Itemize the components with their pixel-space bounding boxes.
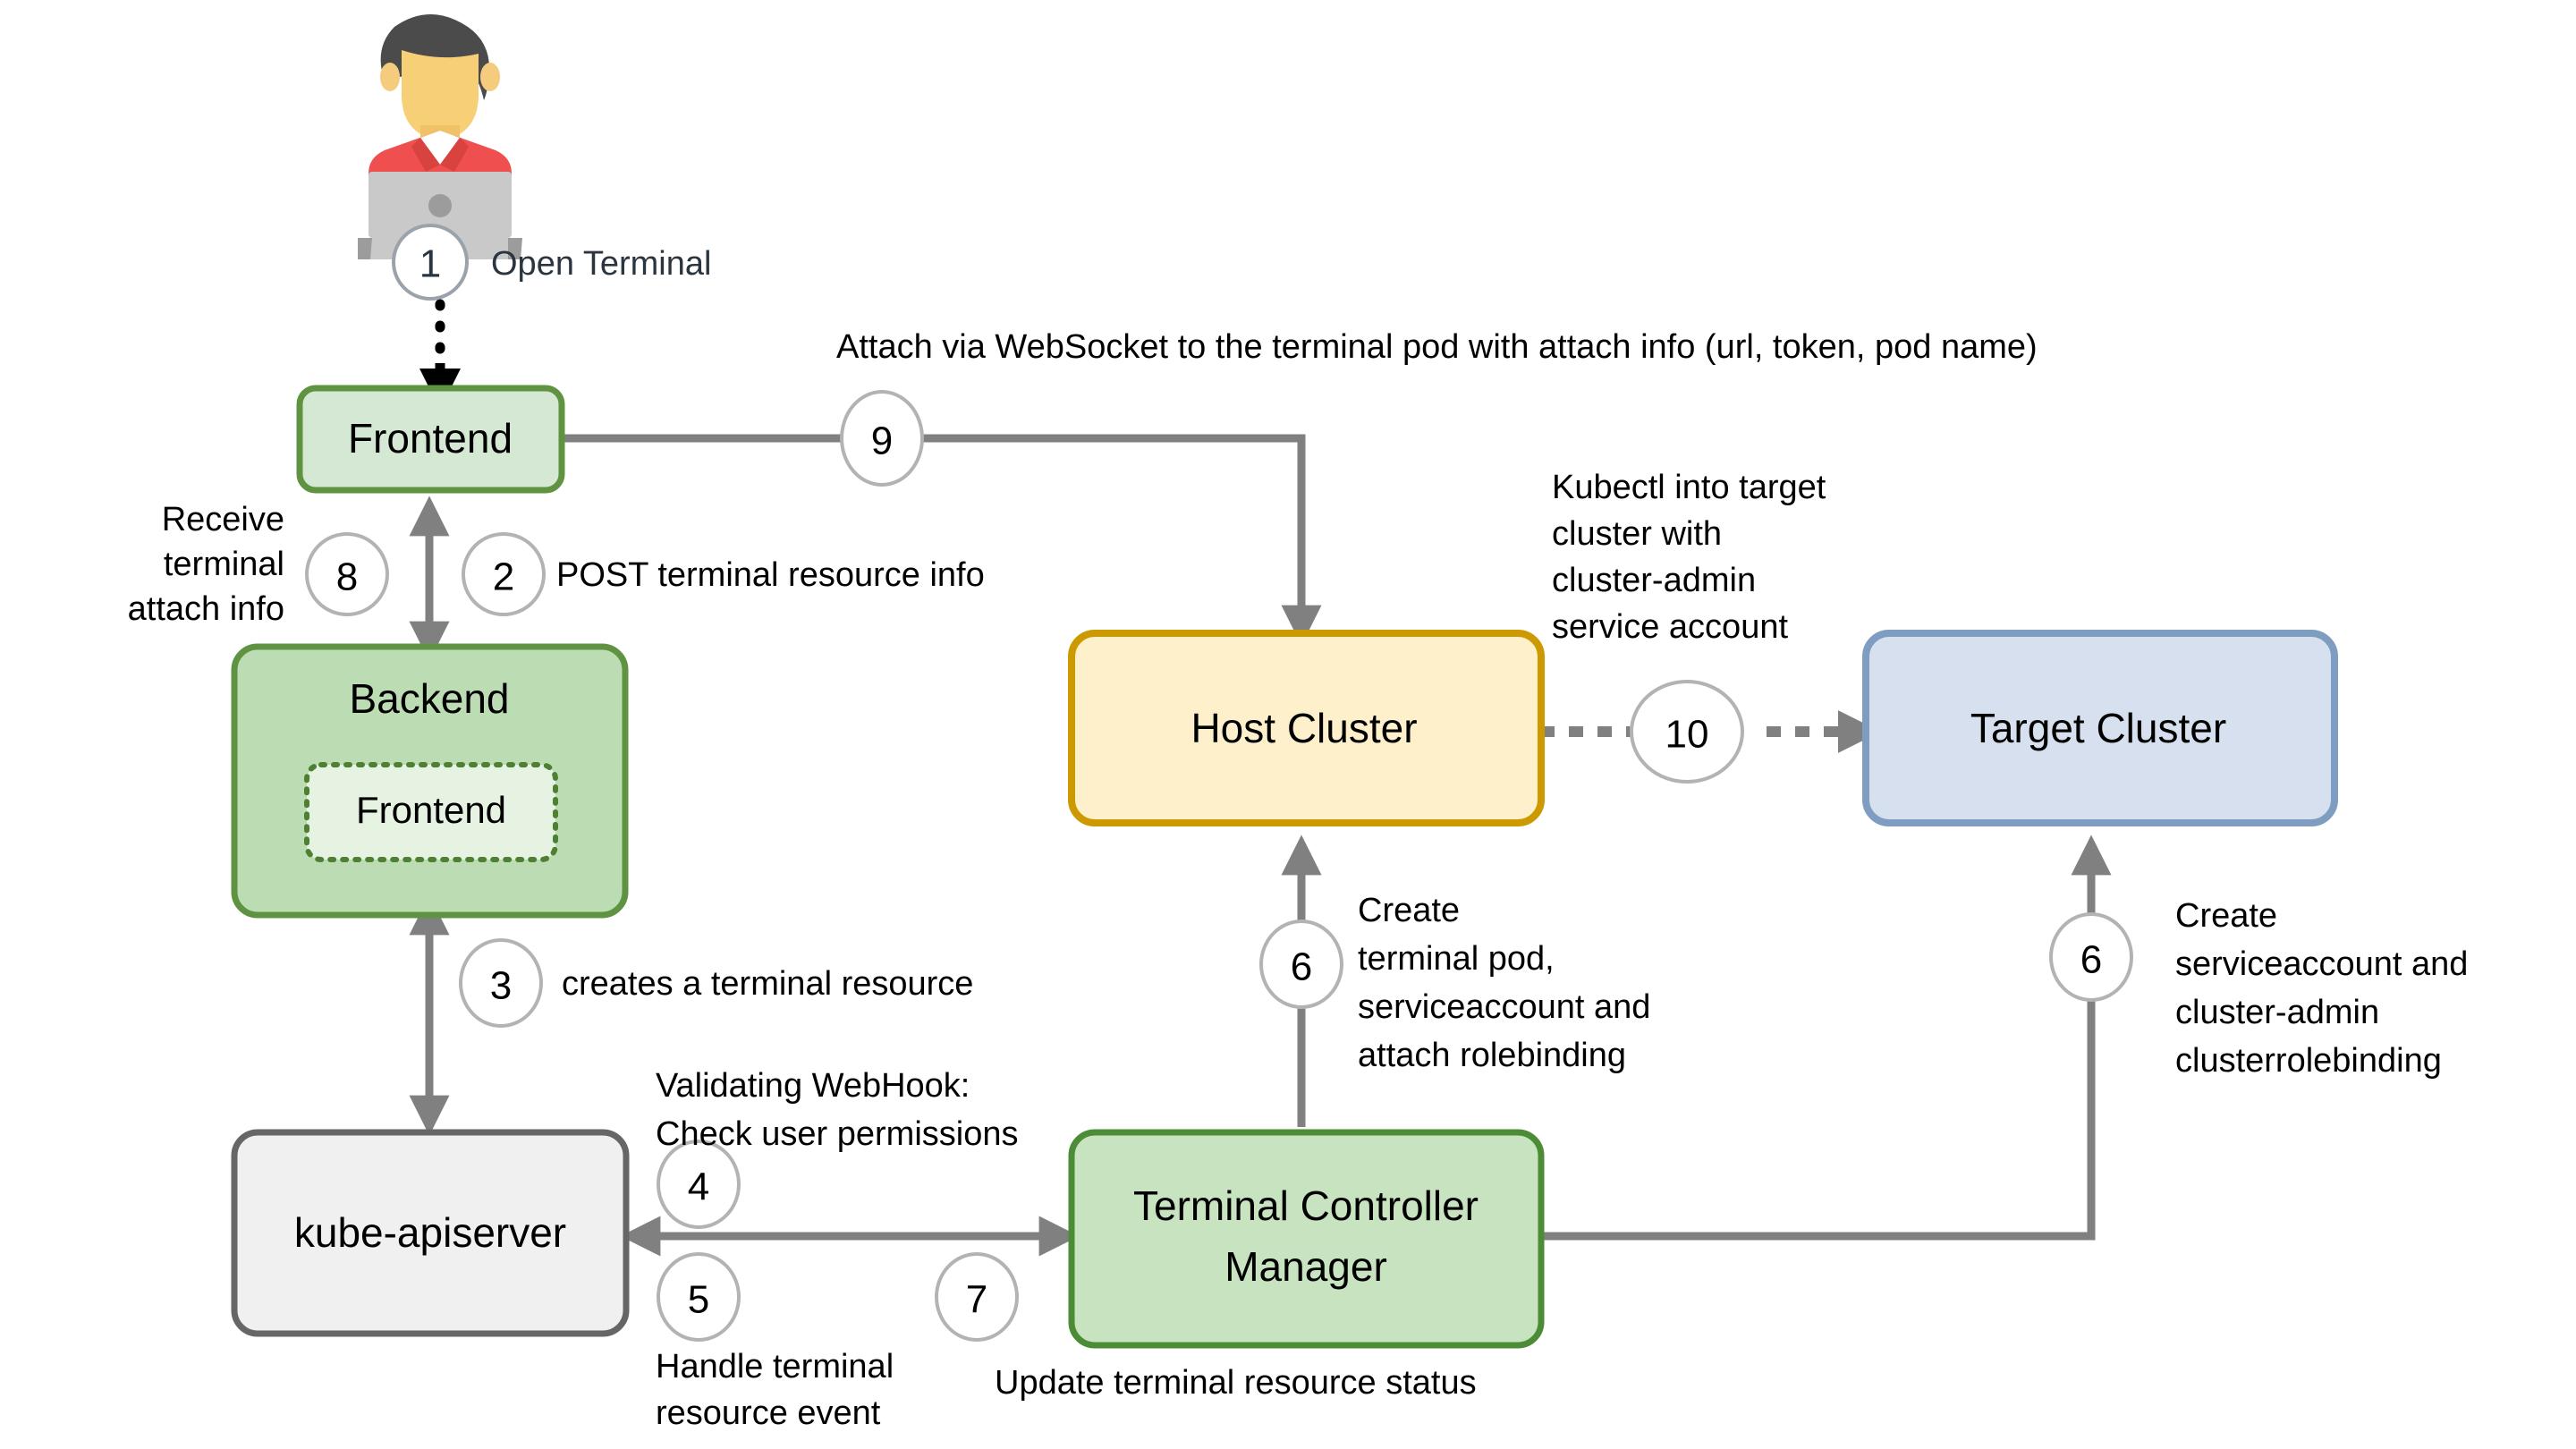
edge-label-webhook-l1: Validating WebHook: bbox=[656, 1067, 970, 1105]
edge-label-receive-l2: terminal bbox=[164, 546, 284, 583]
step-badge-3: 3 bbox=[459, 938, 543, 1028]
edge-label-create-host-l3: serviceaccount and bbox=[1358, 988, 1650, 1026]
step-badge-6-host: 6 bbox=[1259, 919, 1343, 1009]
step-badge-1-number: 1 bbox=[419, 242, 441, 286]
step-badge-4: 4 bbox=[657, 1140, 741, 1229]
step-badge-6-target: 6 bbox=[2049, 912, 2133, 1002]
node-terminal-controller-manager[interactable]: Terminal Controller Manager bbox=[1068, 1129, 1545, 1349]
node-frontend-shape bbox=[296, 385, 565, 494]
step-badge-5-number: 5 bbox=[688, 1278, 709, 1322]
step-badge-10-number: 10 bbox=[1665, 713, 1709, 757]
step-badge-8-circle bbox=[305, 532, 389, 616]
node-kube-apiserver-label: kube-apiserver bbox=[294, 1209, 566, 1256]
edge-label-kubectl-l4: service account bbox=[1552, 608, 1788, 646]
edge-label-receive-l1: Receive bbox=[162, 501, 284, 538]
node-backend-frontend-label: Frontend bbox=[356, 789, 506, 831]
step-badge-7: 7 bbox=[935, 1252, 1019, 1342]
edge-label-handle-l2: resource event bbox=[656, 1394, 881, 1432]
step-badge-8-number: 8 bbox=[336, 555, 358, 599]
node-target-cluster-label: Target Cluster bbox=[1970, 705, 2226, 751]
node-backend-label: Backend bbox=[349, 675, 509, 722]
node-backend-frontend-shape bbox=[304, 762, 558, 862]
step-badge-5: 5 bbox=[657, 1252, 741, 1342]
edge-label-open-terminal: Open Terminal bbox=[491, 245, 711, 283]
step-badge-9: 9 bbox=[840, 390, 924, 487]
step-badge-9-number: 9 bbox=[871, 419, 893, 463]
edge-label-kubectl-l1: Kubectl into target bbox=[1552, 469, 1826, 506]
step-badge-5-circle bbox=[657, 1252, 741, 1342]
step-badge-3-number: 3 bbox=[490, 964, 512, 1008]
edge-label-create-target-l2: serviceaccount and bbox=[2175, 945, 2468, 983]
edge-label-kubectl-l3: cluster-admin bbox=[1552, 562, 1756, 599]
edge-label-attach-websocket: Attach via WebSocket to the terminal pod… bbox=[836, 328, 2038, 366]
edge-label-post-terminal: POST terminal resource info bbox=[556, 556, 985, 594]
step-badge-3-circle bbox=[459, 938, 543, 1028]
node-tcm-label-line2: Manager bbox=[1224, 1243, 1387, 1290]
node-kube-apiserver-shape bbox=[231, 1129, 630, 1337]
node-kube-apiserver[interactable]: kube-apiserver bbox=[231, 1129, 630, 1337]
step-badge-9-circle bbox=[840, 390, 924, 487]
step-badge-8: 8 bbox=[305, 532, 389, 616]
step-badge-1: 1 bbox=[392, 224, 469, 301]
step-badge-10-circle bbox=[1630, 680, 1744, 784]
edge-label-create-target-l3: cluster-admin bbox=[2175, 994, 2379, 1031]
step-badge-6-target-number: 6 bbox=[2080, 938, 2102, 982]
step-badge-2-circle bbox=[462, 532, 546, 616]
edge-label-webhook-l2: Check user permissions bbox=[656, 1115, 1018, 1153]
edge-label-handle-l1: Handle terminal bbox=[656, 1348, 894, 1385]
node-target-cluster-shape bbox=[1862, 630, 2338, 826]
step-badge-6-target-circle bbox=[2049, 912, 2133, 1002]
step-badge-2-number: 2 bbox=[493, 555, 514, 599]
node-frontend[interactable]: Frontend bbox=[296, 385, 565, 494]
step-badge-6-host-circle bbox=[1259, 919, 1343, 1009]
step-badge-10: 10 bbox=[1630, 680, 1744, 784]
step-badge-2: 2 bbox=[462, 532, 546, 616]
edge-label-create-host-l1: Create bbox=[1358, 892, 1460, 929]
node-frontend-label: Frontend bbox=[348, 415, 513, 462]
node-host-cluster-shape bbox=[1068, 630, 1545, 826]
edge-label-receive-l3: attach info bbox=[128, 590, 284, 628]
edge-label-create-host-l4: attach rolebinding bbox=[1358, 1037, 1626, 1074]
edge-label-create-host-l2: terminal pod, bbox=[1358, 940, 1555, 978]
step-badge-1-circle bbox=[392, 224, 469, 301]
step-badge-7-number: 7 bbox=[966, 1278, 987, 1322]
person-laptop-icon bbox=[358, 14, 522, 259]
edge-label-create-target-l1: Create bbox=[2175, 897, 2277, 935]
edge-label-kubectl-l2: cluster with bbox=[1552, 515, 1722, 553]
step-badge-4-number: 4 bbox=[688, 1165, 709, 1209]
connector-frontend-host-cluster bbox=[562, 434, 1322, 646]
step-badge-6-host-number: 6 bbox=[1291, 945, 1312, 989]
edge-label-creates-resource: creates a terminal resource bbox=[562, 965, 973, 1003]
node-tcm-label-line1: Terminal Controller bbox=[1133, 1182, 1479, 1229]
node-host-cluster[interactable]: Host Cluster bbox=[1068, 630, 1545, 826]
edge-label-create-target-l4: clusterrolebinding bbox=[2175, 1042, 2442, 1080]
node-target-cluster[interactable]: Target Cluster bbox=[1862, 630, 2338, 826]
step-badge-7-circle bbox=[935, 1252, 1019, 1342]
node-host-cluster-label: Host Cluster bbox=[1191, 705, 1417, 751]
step-badge-4-circle bbox=[657, 1140, 741, 1229]
node-backend[interactable]: Backend Frontend bbox=[231, 643, 629, 919]
node-tcm-shape bbox=[1068, 1129, 1545, 1349]
edge-label-update-status: Update terminal resource status bbox=[995, 1364, 1477, 1402]
